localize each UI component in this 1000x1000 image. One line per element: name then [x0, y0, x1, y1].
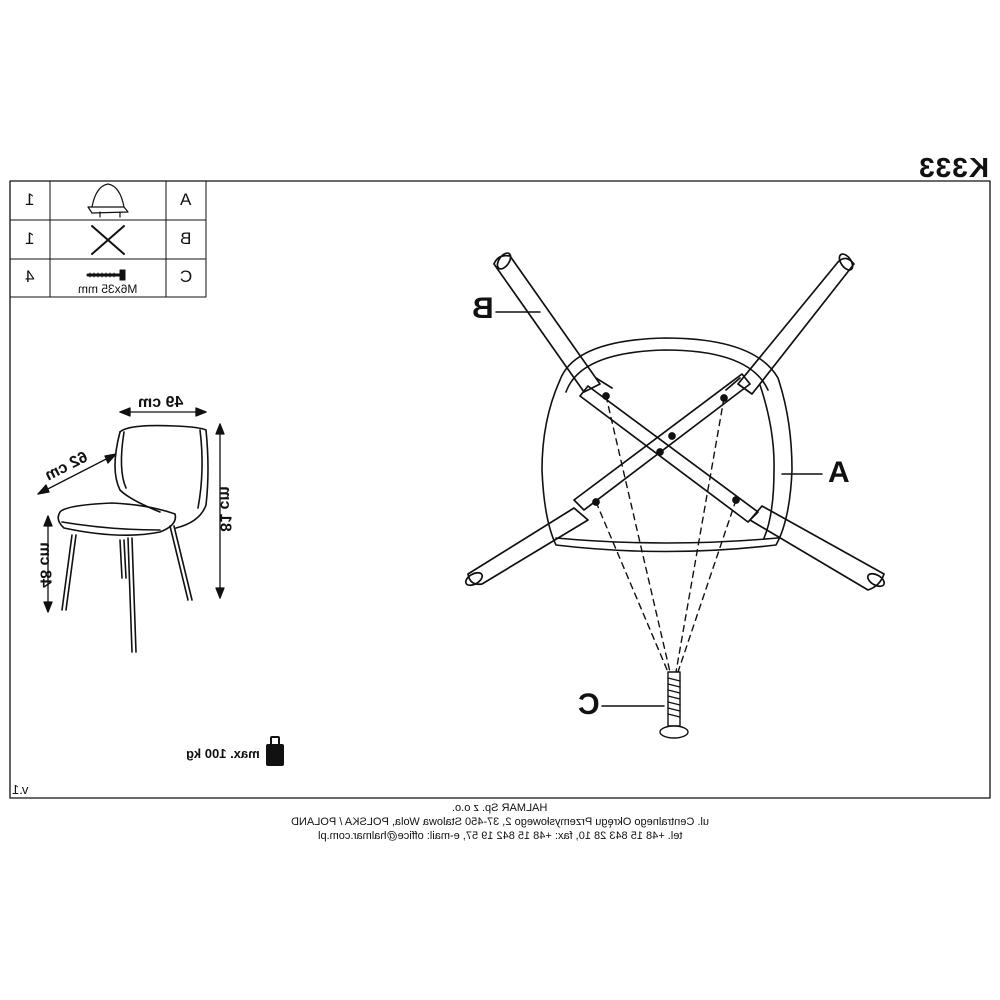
part-c-letter: C — [179, 267, 193, 286]
dim-width-label: 49 cm — [138, 394, 184, 411]
callout-a: A — [828, 456, 850, 489]
bolt-guide-lines — [595, 395, 737, 673]
seat-shell-bottom — [541, 337, 793, 553]
bolt-icon — [86, 269, 126, 281]
part-a-letter: A — [180, 190, 192, 209]
footer-contact: tel. +48 15 843 28 10, fax: +48 15 842 1… — [317, 830, 683, 842]
dimension-lines — [37, 407, 225, 613]
weight-icon — [266, 736, 284, 766]
parts-table — [9, 180, 207, 298]
bolt-c-drawing — [659, 671, 689, 739]
chair-side-view — [57, 424, 209, 653]
part-c-qty: 4 — [25, 267, 35, 286]
footer-address: ul. Centralnego Okręgu Przemysłowego 2, … — [290, 816, 709, 828]
callout-c: C — [578, 688, 600, 721]
part-c-spec: M6x35 mm — [78, 282, 138, 296]
callout-b: B — [472, 292, 494, 325]
part-b-letter: B — [180, 229, 192, 248]
seat-shell-icon — [87, 183, 129, 218]
dim-height-label: 81 cm — [216, 486, 234, 532]
part-b-qty: 1 — [25, 229, 35, 248]
footer-company: HALMAR Sp. z o.o. — [452, 802, 548, 814]
max-load-label: max. 100 kg — [186, 746, 260, 761]
version-label: v.1 — [12, 782, 29, 797]
callout-leaders — [495, 311, 823, 707]
model-number: K333 — [918, 152, 989, 183]
outer-frame — [9, 180, 991, 799]
cross-legs-icon — [91, 225, 125, 255]
cross-legs-bottom — [464, 252, 886, 591]
dim-seat-height-label: 48 cm — [36, 542, 54, 588]
part-a-qty: 1 — [25, 190, 35, 209]
